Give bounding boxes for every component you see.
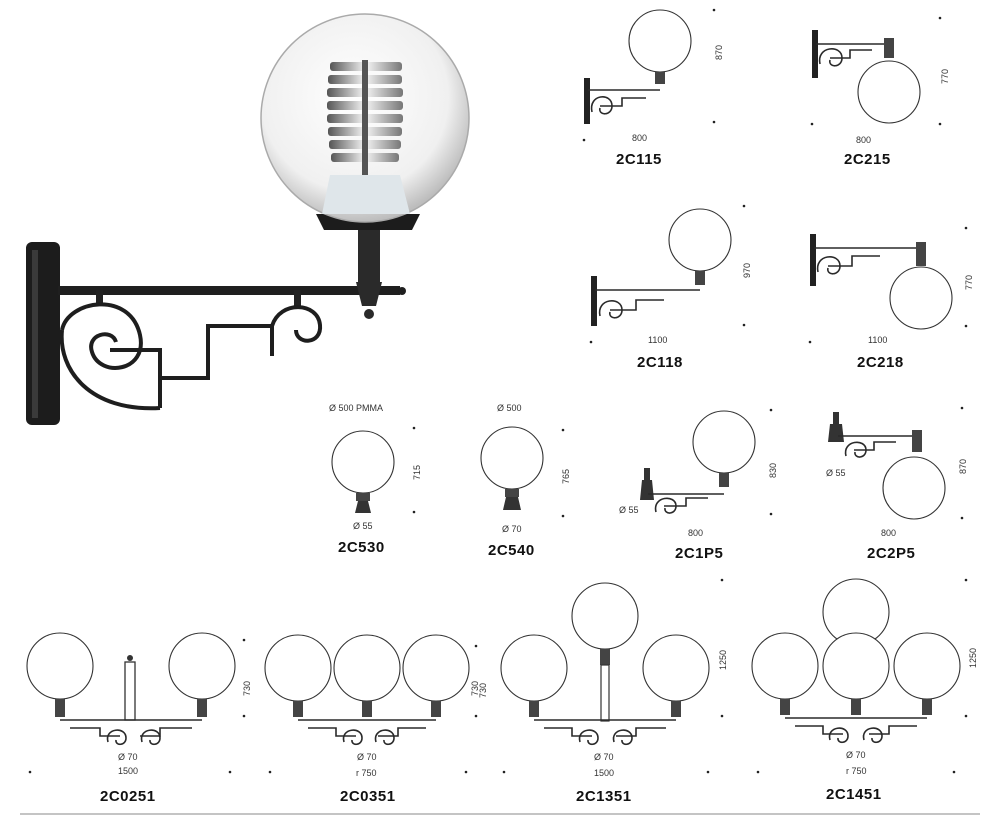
width-label: 1100	[648, 335, 667, 345]
lamp-stem	[358, 226, 380, 286]
height-label: 830	[768, 463, 778, 478]
height-label: 770	[940, 69, 950, 84]
louver-lamp	[322, 60, 410, 214]
height-label-left: 730	[470, 681, 480, 696]
top-diameter-label: Ø 500	[497, 403, 522, 413]
height-label: 730	[242, 681, 252, 696]
product-code: 2C540	[488, 542, 535, 559]
height-label: 870	[714, 45, 724, 60]
width-label: r 750	[356, 768, 377, 778]
product-code: 2C2P5	[867, 545, 915, 562]
diameter-label: Ø 70	[357, 752, 377, 762]
height-label: 765	[561, 469, 571, 484]
width-label: r 750	[846, 766, 867, 776]
bottom-diameter-label: Ø 55	[353, 521, 373, 531]
height-label: 770	[964, 275, 974, 290]
product-2C218: 770 1100 2C218	[808, 226, 974, 371]
diameter-label: Ø 70	[594, 752, 614, 762]
main-lamp-illustration	[26, 13, 470, 425]
product-code: 2C115	[616, 151, 662, 168]
product-code: 2C0251	[100, 788, 156, 805]
product-code: 2C1P5	[675, 545, 723, 562]
product-2C1P5: 830 Ø 55 800 2C1P5	[619, 408, 778, 562]
product-code: 2C0351	[340, 788, 396, 805]
product-2C215: 770 800 2C215	[810, 16, 950, 168]
bracket-arm	[58, 286, 400, 295]
product-code: 2C218	[857, 354, 904, 371]
bottom-diameter-label: Ø 70	[502, 524, 522, 534]
product-code: 2C1451	[826, 786, 882, 803]
top-diameter-label: Ø 500 PMMA	[329, 403, 383, 413]
width-label: 1100	[868, 335, 887, 345]
product-code: 2C118	[637, 354, 683, 371]
width-label: 1500	[594, 768, 614, 778]
diameter-label: Ø 70	[118, 752, 138, 762]
product-2C0251: 730 Ø 70 1500 2C0251	[26, 632, 252, 805]
product-code: 2C215	[844, 151, 891, 168]
width-label: 800	[856, 135, 871, 145]
height-label: 730	[478, 683, 488, 698]
wall-plate	[26, 242, 60, 425]
width-label: 800	[688, 528, 703, 538]
diameter-label: Ø 70	[846, 750, 866, 760]
product-2C115: 870 800 2C115	[582, 8, 724, 168]
product-2C1351: 730 1250 Ø 70 1500 2C1351	[470, 578, 728, 805]
product-code: 2C530	[338, 539, 385, 556]
width-label: 800	[632, 133, 647, 143]
height-label: 1250	[718, 650, 728, 670]
side-diameter-label: Ø 55	[619, 505, 639, 515]
side-diameter-label: Ø 55	[826, 468, 846, 478]
product-code: 2C1351	[576, 788, 632, 805]
width-label: 1500	[118, 766, 138, 776]
product-2C118: 970 1100 2C118	[589, 204, 752, 371]
height-label: 970	[742, 263, 752, 278]
product-2C540: Ø 500 765 Ø 70 2C540	[480, 403, 571, 559]
product-2C530: Ø 500 PMMA 715 Ø 55 2C530	[329, 403, 422, 556]
height-label: 1250	[968, 648, 978, 668]
product-2C2P5: 870 Ø 55 800 2C2P5	[826, 406, 968, 562]
height-label: 870	[958, 459, 968, 474]
product-2C0351: 730 Ø 70 r 750 2C0351	[264, 634, 488, 805]
height-label: 715	[412, 465, 422, 480]
product-2C1451: 1250 Ø 70 r 750 2C1451	[751, 578, 978, 803]
width-label: 800	[881, 528, 896, 538]
